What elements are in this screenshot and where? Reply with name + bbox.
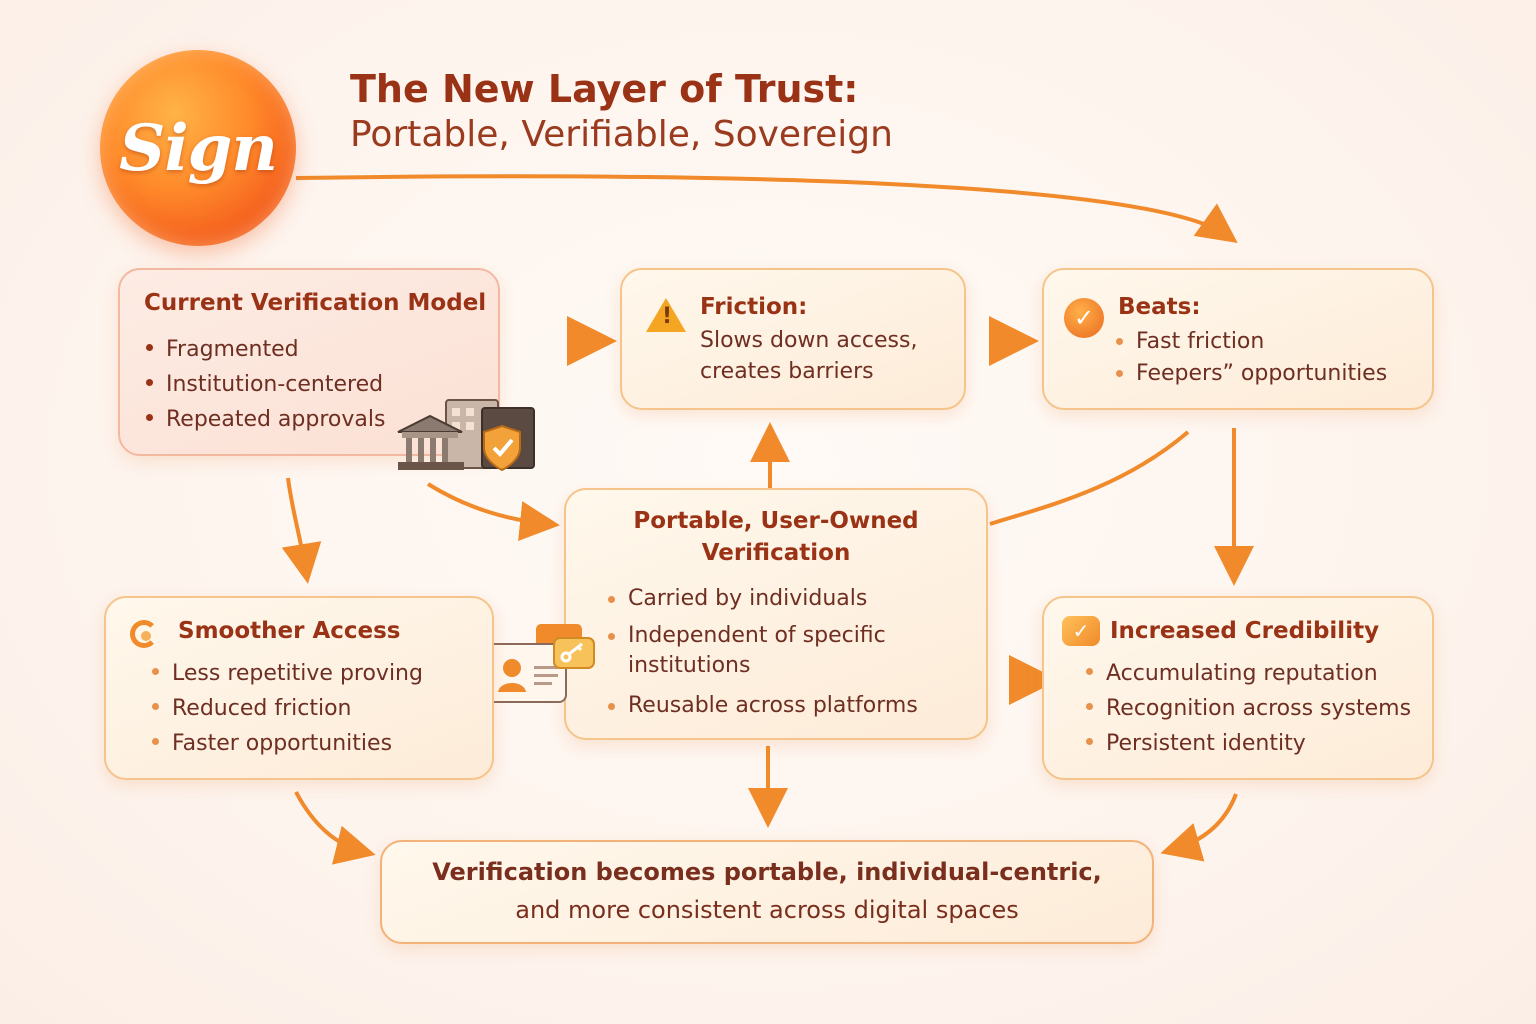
friction-box: Friction: Slows down access, creates bar… bbox=[620, 268, 966, 410]
list-item: Feepers” opportunities bbox=[1114, 358, 1387, 390]
conclusion-line-2: and more consistent across digital space… bbox=[515, 896, 1019, 924]
list-item: Fragmented bbox=[144, 332, 385, 367]
portable-heading-line-1: Portable, User-Owned bbox=[633, 508, 919, 534]
page-title: The New Layer of Trust: Portable, Verifi… bbox=[350, 66, 893, 158]
check-badge-icon: ✓ bbox=[1062, 616, 1100, 646]
arrow-logo-to-beats bbox=[295, 174, 1238, 243]
beats-list: Fast friction Feepers” opportunities bbox=[1114, 326, 1387, 390]
sign-logo: Sign bbox=[100, 50, 296, 246]
institution-building-shield-icon bbox=[397, 399, 535, 472]
conclusion-box: Verification becomes portable, individua… bbox=[380, 840, 1154, 944]
smoother-list: Less repetitive proving Reduced friction… bbox=[150, 656, 423, 761]
check-circle-icon: ✓ bbox=[1064, 298, 1104, 338]
arrow-current-to-smoother bbox=[281, 477, 322, 584]
credibility-heading: Increased Credibility bbox=[1110, 618, 1380, 644]
portable-list: Carried by individuals Independent of sp… bbox=[606, 584, 918, 721]
id-card-key-icon bbox=[483, 624, 595, 703]
list-item: Fast friction bbox=[1114, 326, 1387, 358]
list-item: Faster opportunities bbox=[150, 726, 423, 761]
portable-heading-line-2: Verification bbox=[701, 540, 851, 566]
arrow-beats-to-portable bbox=[989, 430, 1190, 526]
list-item: Reusable across platforms bbox=[606, 691, 918, 721]
swirl-icon bbox=[130, 620, 158, 648]
friction-body-line-1: Slows down access, bbox=[700, 328, 918, 353]
arrow-current-to-portable bbox=[426, 482, 560, 541]
list-item: Less repetitive proving bbox=[150, 656, 423, 691]
list-item: Accumulating reputation bbox=[1084, 656, 1411, 691]
title-line-2: Portable, Verifiable, Sovereign bbox=[350, 114, 893, 155]
beats-heading: Beats: bbox=[1118, 294, 1201, 320]
beats-box: ✓ Beats: Fast friction Feepers” opportun… bbox=[1042, 268, 1434, 410]
arrow-smoother-to-conclusion bbox=[294, 791, 376, 865]
warning-icon bbox=[646, 298, 686, 332]
list-item: Reduced friction bbox=[150, 691, 423, 726]
current-model-heading: Current Verification Model bbox=[144, 290, 487, 316]
list-item: Repeated approvals bbox=[144, 402, 385, 437]
smoother-heading: Smoother Access bbox=[178, 618, 401, 644]
list-item: Recognition across systems bbox=[1084, 691, 1411, 726]
conclusion-line-1: Verification becomes portable, individua… bbox=[432, 858, 1102, 886]
current-model-list: Fragmented Institution-centered Repeated… bbox=[144, 332, 385, 437]
arrow-credibility-to-conclusion bbox=[1160, 793, 1238, 862]
logo-text: Sign bbox=[119, 110, 278, 186]
title-line-1: The New Layer of Trust: bbox=[350, 67, 859, 111]
credibility-list: Accumulating reputation Recognition acro… bbox=[1084, 656, 1411, 761]
list-item: Institution-centered bbox=[144, 367, 385, 402]
smoother-access-box: Smoother Access Less repetitive proving … bbox=[104, 596, 494, 780]
list-item: Persistent identity bbox=[1084, 726, 1411, 761]
friction-heading: Friction: bbox=[700, 294, 808, 320]
list-item: Carried by individuals bbox=[606, 584, 918, 614]
list-item-continuation: institutions bbox=[628, 653, 751, 678]
increased-credibility-box: ✓ Increased Credibility Accumulating rep… bbox=[1042, 596, 1434, 780]
portable-verification-box: Portable, User-Owned Verification Carrie… bbox=[564, 488, 988, 740]
friction-body-line-2: creates barriers bbox=[700, 359, 874, 384]
list-item: Independent of specific bbox=[606, 621, 918, 651]
